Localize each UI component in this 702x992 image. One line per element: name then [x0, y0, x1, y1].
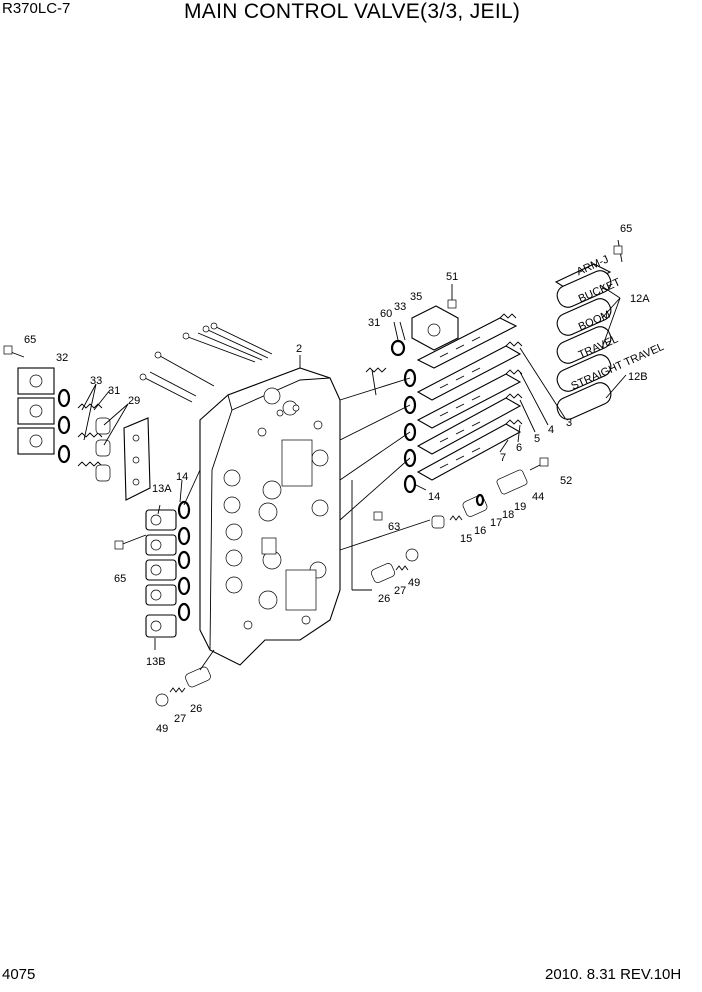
leader-lines — [81, 284, 627, 671]
orings-14-right — [403, 368, 417, 494]
callout-18: 18 — [502, 509, 514, 521]
callout-32: 32 — [56, 352, 68, 364]
callout-35: 35 — [410, 291, 422, 303]
valve-body — [199, 367, 341, 666]
callout-13B: 13B — [146, 656, 166, 668]
callout-27a: 27 — [394, 585, 406, 597]
callout-52: 52 — [560, 475, 572, 487]
callout-17: 17 — [490, 517, 502, 529]
callout-26b: 26 — [190, 703, 202, 715]
block-35 — [365, 284, 459, 373]
callout-51: 51 — [446, 271, 458, 283]
small-parts-lower — [155, 548, 419, 707]
caps-13 — [114, 509, 177, 638]
page-title: MAIN CONTROL VALVE(3/3, JEIL) — [184, 0, 521, 23]
spools — [416, 313, 523, 481]
callout-16: 16 — [474, 525, 486, 537]
callout-63: 63 — [388, 521, 400, 533]
left-orings — [57, 388, 71, 464]
left-plate — [123, 417, 151, 501]
callout-3: 3 — [566, 417, 572, 429]
callout-4: 4 — [548, 424, 554, 436]
callout-26a: 26 — [378, 593, 390, 605]
callout-33a: 33 — [90, 375, 102, 387]
callout-31a: 31 — [108, 385, 120, 397]
callout-44: 44 — [532, 491, 544, 503]
model-label: R370LC-7 — [2, 0, 71, 17]
small-parts-right — [373, 457, 549, 529]
callout-65c: 65 — [620, 223, 632, 235]
callout-7: 7 — [500, 452, 506, 464]
callout-49b: 49 — [156, 723, 168, 735]
callout-labels: 65 32 33 31 29 14 13A 65 13B 2 31 60 33 … — [24, 223, 650, 735]
left-springs — [77, 403, 111, 482]
callout-14a: 14 — [176, 471, 188, 483]
callout-65b: 65 — [114, 573, 126, 585]
callout-15: 15 — [460, 533, 472, 545]
callout-2: 2 — [296, 343, 302, 355]
callout-49a: 49 — [408, 577, 420, 589]
left-end-cap — [3, 345, 55, 455]
callout-12A: 12A — [630, 293, 650, 305]
page-number: 4075 — [2, 966, 36, 983]
callout-5: 5 — [534, 433, 540, 445]
callout-65a: 65 — [24, 334, 36, 346]
tie-bolts — [139, 322, 273, 403]
right-caps: ARM-J BUCKET BOOM TRAVEL STRAIGHT TRAVEL — [554, 239, 666, 420]
callout-60: 60 — [380, 308, 392, 320]
callout-6: 6 — [516, 442, 522, 454]
callout-12B: 12B — [628, 371, 648, 383]
callout-29: 29 — [128, 395, 140, 407]
callout-13A: 13A — [152, 483, 172, 495]
orings-14-left — [177, 500, 191, 622]
revision-date: 2010. 8.31 REV.10H — [545, 966, 682, 983]
callout-19: 19 — [514, 501, 526, 513]
callout-14b: 14 — [428, 491, 440, 503]
callout-27b: 27 — [174, 713, 186, 725]
callout-33b: 33 — [394, 301, 406, 313]
callout-31b: 31 — [368, 317, 380, 329]
